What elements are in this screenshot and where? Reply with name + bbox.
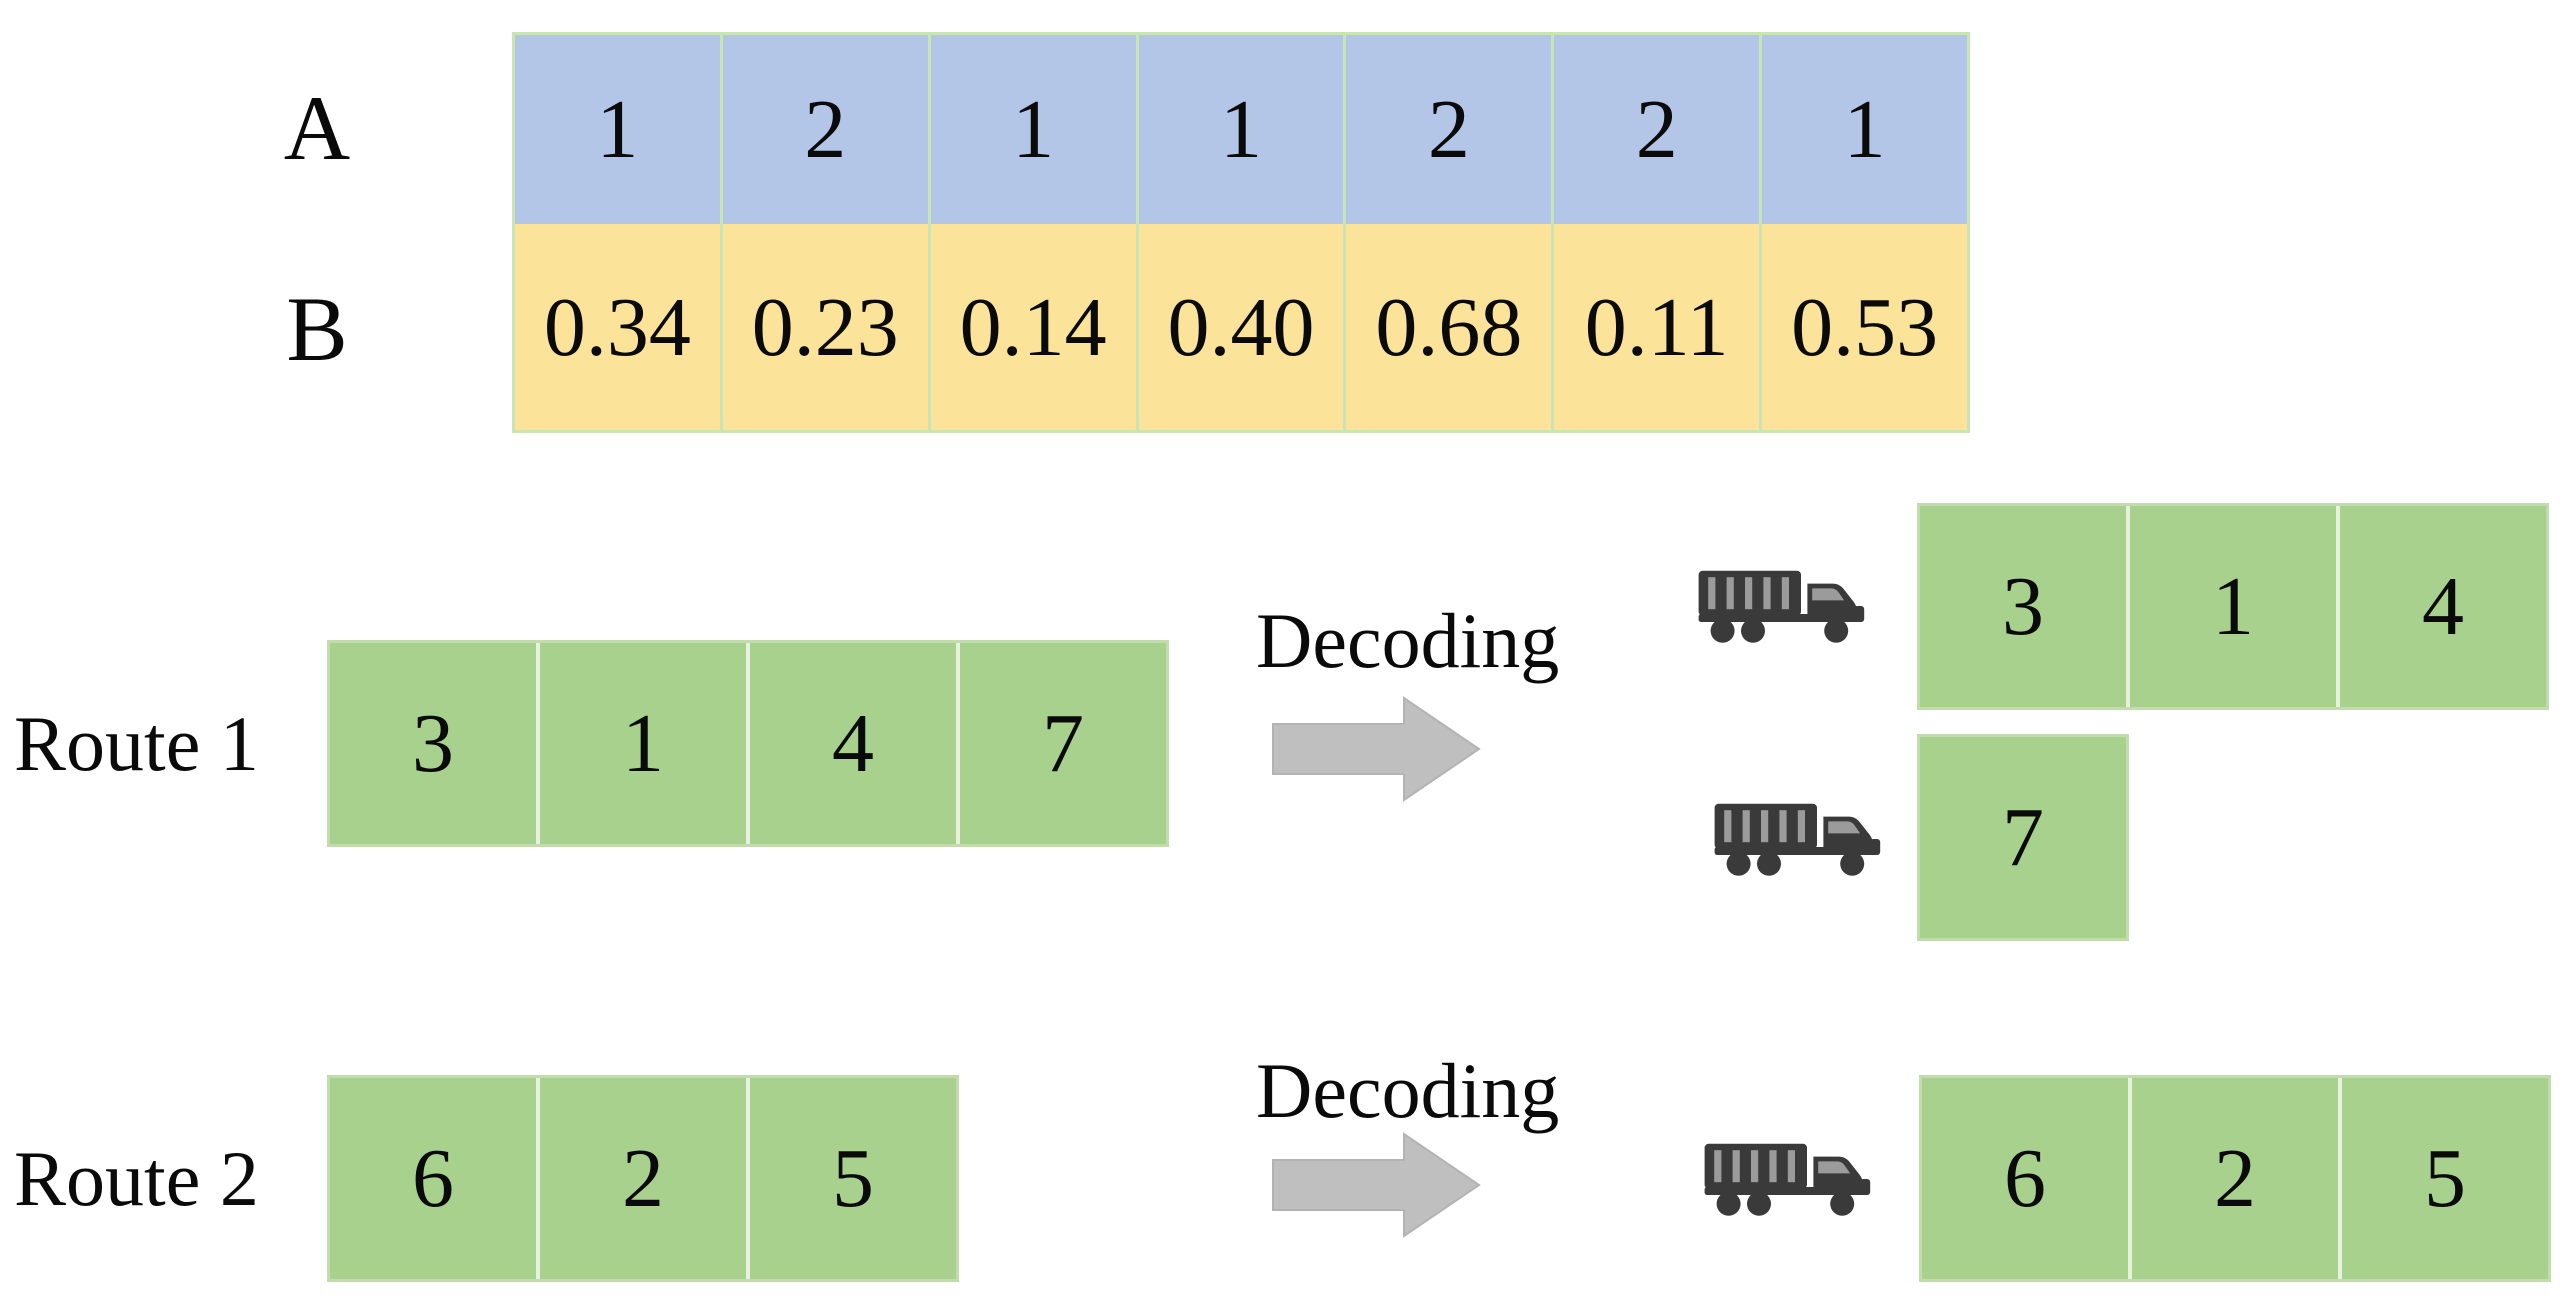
- route-stop-cell: 4: [2340, 506, 2546, 707]
- route-stop-cell: 2: [2132, 1078, 2342, 1279]
- route-stop-cell: 5: [2342, 1078, 2548, 1279]
- sequence-cell: 1: [540, 643, 750, 844]
- encoding-row-a: 1 2 1 1 2 2 1: [515, 35, 1968, 224]
- truck-icon: [1704, 1143, 1871, 1216]
- table-cell: 1: [1762, 35, 1968, 224]
- sequence-cell: 4: [750, 643, 960, 844]
- table-cell: 0.40: [1138, 224, 1347, 430]
- route-stop-cell: 3: [1920, 506, 2130, 707]
- route-stop-cell: 1: [2130, 506, 2340, 707]
- table-cell: 2: [722, 35, 931, 224]
- table-cell: 0.68: [1346, 224, 1555, 430]
- encoding-table: 1 2 1 1 2 2 1 0.34 0.23 0.14 0.40 0.68 0…: [512, 32, 1970, 433]
- route1-sequence: 3 1 4 7: [327, 640, 1169, 847]
- table-cell: 0.11: [1554, 224, 1763, 430]
- route-stop-cell: 7: [1920, 737, 2126, 938]
- truck-icon: [1714, 803, 1881, 876]
- encoding-row-b: 0.34 0.23 0.14 0.40 0.68 0.11 0.53: [515, 224, 1968, 430]
- table-cell: 0.53: [1762, 224, 1968, 430]
- table-row-label-a: A: [283, 77, 351, 179]
- decoding-label: Decoding: [1256, 1047, 1560, 1134]
- right-arrow-icon: [1272, 1132, 1481, 1238]
- table-cell: 2: [1554, 35, 1763, 224]
- route2-label: Route 2: [14, 1134, 259, 1222]
- sequence-cell: 5: [750, 1078, 956, 1279]
- right-arrow-icon: [1272, 696, 1481, 802]
- sequence-cell: 7: [960, 643, 1166, 844]
- truck-icon: [1698, 570, 1865, 643]
- table-cell: 1: [515, 35, 723, 224]
- sequence-cell: 2: [540, 1078, 750, 1279]
- route1-label: Route 1: [14, 699, 259, 787]
- decoding-label: Decoding: [1256, 597, 1560, 684]
- table-cell: 1: [930, 35, 1139, 224]
- sequence-cell: 6: [330, 1078, 540, 1279]
- table-cell: 2: [1346, 35, 1555, 224]
- table-cell: 0.23: [722, 224, 931, 430]
- vehicle2-route-cells: 7: [1917, 734, 2129, 941]
- route2-sequence: 6 2 5: [327, 1075, 959, 1282]
- table-row-label-b: B: [286, 277, 348, 380]
- sequence-cell: 3: [330, 643, 540, 844]
- vehicle3-route-cells: 6 2 5: [1919, 1075, 2551, 1282]
- route-stop-cell: 6: [1922, 1078, 2132, 1279]
- vehicle1-route-cells: 3 1 4: [1917, 503, 2549, 710]
- table-cell: 1: [1138, 35, 1347, 224]
- table-cell: 0.34: [515, 224, 723, 430]
- table-cell: 0.14: [930, 224, 1139, 430]
